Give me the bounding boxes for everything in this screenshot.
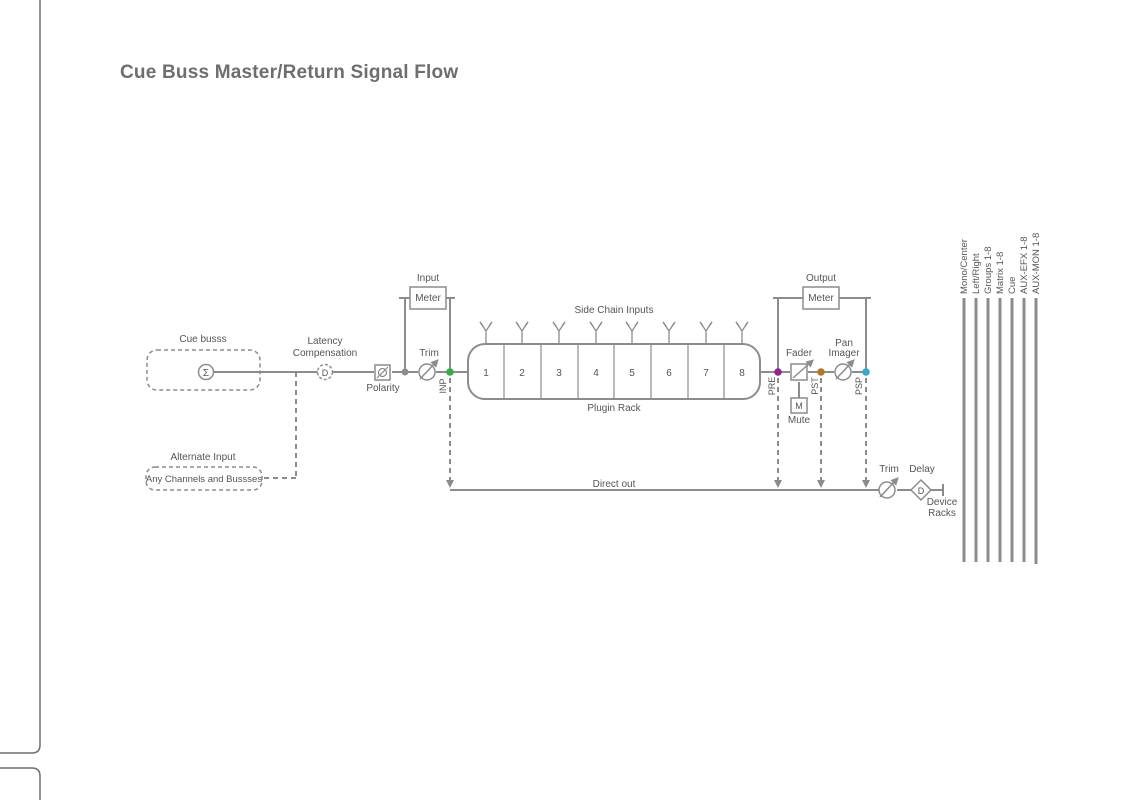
- output-meter-heading: Output: [806, 273, 836, 284]
- side-chain-input-icon: [589, 321, 603, 344]
- polarity-icon: [377, 367, 388, 378]
- pan-label-line2: Imager: [828, 348, 860, 359]
- delay-symbol: D: [918, 486, 925, 496]
- bus-label-aux-mon: AUX-MON 1-8: [1031, 233, 1042, 294]
- device-racks-label-line1: Device: [927, 497, 958, 508]
- side-chain-input-icon: [552, 321, 566, 344]
- side-chain-input-icon: [662, 321, 676, 344]
- pre-label: PRE: [767, 377, 777, 396]
- input-meter-label: Meter: [415, 293, 441, 304]
- plugin-slot-5: 5: [629, 368, 635, 379]
- device-racks-label-line2: Racks: [928, 508, 956, 519]
- direct-out-label: Direct out: [593, 479, 636, 490]
- bus-label-matrix: Matrix 1-8: [995, 252, 1006, 294]
- alternate-input-box: [145, 466, 263, 491]
- mute-label: Mute: [788, 415, 811, 426]
- bus-label-left-right: Left/Right: [971, 253, 982, 294]
- fader-label: Fader: [786, 348, 813, 359]
- pst-tap-dot: [817, 368, 825, 376]
- any-channels-label: Any Channels and Bussses: [146, 474, 262, 485]
- input-meter-heading: Input: [417, 273, 439, 284]
- side-chain-input-icon: [625, 321, 639, 344]
- plugin-slot-7: 7: [703, 368, 709, 379]
- side-chain-input-icon: [699, 321, 713, 344]
- direct-out-trim-label: Trim: [879, 464, 899, 475]
- plugin-slot-2: 2: [519, 368, 525, 379]
- psp-label: PSP: [854, 377, 864, 395]
- side-chain-input-icon: [735, 321, 749, 344]
- polarity-label: Polarity: [366, 383, 399, 394]
- latency-label-line1: Latency: [307, 336, 342, 347]
- cue-buss-box: [146, 349, 261, 391]
- page-title: Cue Buss Master/Return Signal Flow: [120, 62, 459, 83]
- delay-icon: [909, 478, 933, 502]
- side-chain-inputs-label: Side Chain Inputs: [575, 305, 654, 316]
- inp-label: INP: [438, 378, 448, 393]
- bus-label-cue: Cue: [1007, 277, 1018, 294]
- latency-compensation-node: [316, 363, 334, 381]
- delay-label: Delay: [909, 464, 935, 475]
- side-chain-input-icon: [479, 321, 493, 344]
- bus-label-mono-center: Mono/Center: [959, 239, 970, 294]
- alternate-input-label: Alternate Input: [170, 452, 235, 463]
- bus-label-groups: Groups 1-8: [983, 246, 994, 294]
- plugin-slot-dividers: [503, 344, 725, 399]
- psp-tap-dot: [862, 368, 870, 376]
- plugin-slot-3: 3: [556, 368, 562, 379]
- bus-label-aux-efx: AUX-EFX 1-8: [1019, 236, 1030, 294]
- pre-tap-dot: [774, 368, 782, 376]
- page-margin: [0, 0, 41, 800]
- plugin-slot-6: 6: [666, 368, 672, 379]
- cue-buss-label: Cue busss: [179, 334, 226, 345]
- latency-delay-symbol: D: [322, 368, 329, 378]
- latency-label-line2: Compensation: [293, 348, 357, 359]
- plugin-rack-label: Plugin Rack: [587, 403, 641, 414]
- output-meter-box: [802, 286, 840, 310]
- mute-box: [790, 397, 808, 414]
- summing-node: [197, 363, 215, 381]
- output-meter-label: Meter: [808, 293, 834, 304]
- plugin-slot-1: 1: [483, 368, 489, 379]
- meter-tap-dot: [401, 368, 409, 376]
- plugin-slot-8: 8: [739, 368, 745, 379]
- input-meter-box: [409, 286, 447, 310]
- trim-label: Trim: [419, 348, 439, 359]
- plugin-slot-4: 4: [593, 368, 599, 379]
- side-chain-input-icon: [515, 321, 529, 344]
- pst-label: PST: [810, 377, 820, 395]
- pan-label-line1: Pan: [835, 338, 853, 349]
- mute-symbol: M: [795, 401, 803, 411]
- sum-symbol: Σ: [203, 368, 209, 379]
- inp-tap-dot: [446, 368, 454, 376]
